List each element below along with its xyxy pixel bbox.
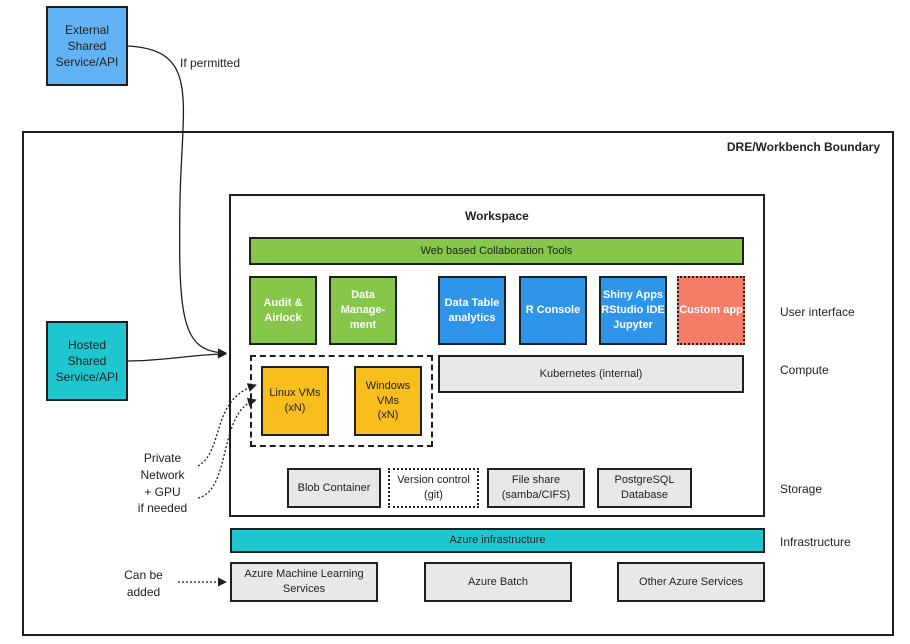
- hosted-shared-service: Hosted Shared Service/API: [46, 321, 128, 401]
- linux-vms: Linux VMs (xN): [261, 366, 329, 436]
- r-console: R Console: [519, 276, 587, 345]
- shiny-rstudio-jupyter: Shiny Apps RStudio IDE Jupyter: [599, 276, 667, 345]
- collaboration-tools: Web based Collaboration Tools: [249, 237, 744, 265]
- layer-infrastructure: Infrastructure: [780, 535, 851, 549]
- hosted-to-workspace-edge: [127, 349, 227, 362]
- layer-compute: Compute: [780, 363, 829, 377]
- azure-batch: Azure Batch: [424, 562, 572, 602]
- if-permitted-label: If permitted: [180, 56, 241, 70]
- workspace-frame: [229, 194, 765, 517]
- workspace-title: Workspace: [465, 209, 529, 223]
- external-shared-service: External Shared Service/API: [46, 6, 128, 86]
- custom-app: Custom app: [677, 276, 745, 345]
- private-network-edge-1: [197, 383, 257, 467]
- other-azure-services: Other Azure Services: [617, 562, 765, 602]
- azure-infrastructure: Azure infrastructure: [230, 528, 765, 553]
- data-management: Data Manage- ment: [329, 276, 397, 345]
- version-control: Version control (git): [388, 468, 479, 508]
- postgresql-database: PostgreSQL Database: [597, 468, 692, 508]
- dre-boundary: [22, 131, 894, 636]
- private-network-edge-2: [197, 397, 257, 499]
- external-to-workspace-edge: [127, 45, 227, 358]
- audit-airlock: Audit & Airlock: [249, 276, 317, 345]
- file-share: File share (samba/CIFS): [487, 468, 585, 508]
- layer-user-interface: User interface: [780, 305, 855, 319]
- kubernetes-internal: Kubernetes (internal): [438, 355, 744, 393]
- boundary-title: DRE/Workbench Boundary: [726, 140, 880, 154]
- windows-vms: Windows VMs (xN): [354, 366, 422, 436]
- blob-container: Blob Container: [287, 468, 381, 508]
- data-table-analytics: Data Table analytics: [438, 276, 506, 345]
- private-network-label: Private Network + GPU if needed: [137, 451, 188, 516]
- layer-storage: Storage: [780, 482, 823, 496]
- azure-machine-learning: Azure Machine Learning Services: [230, 562, 378, 602]
- can-be-added-label: Can be added: [124, 568, 163, 599]
